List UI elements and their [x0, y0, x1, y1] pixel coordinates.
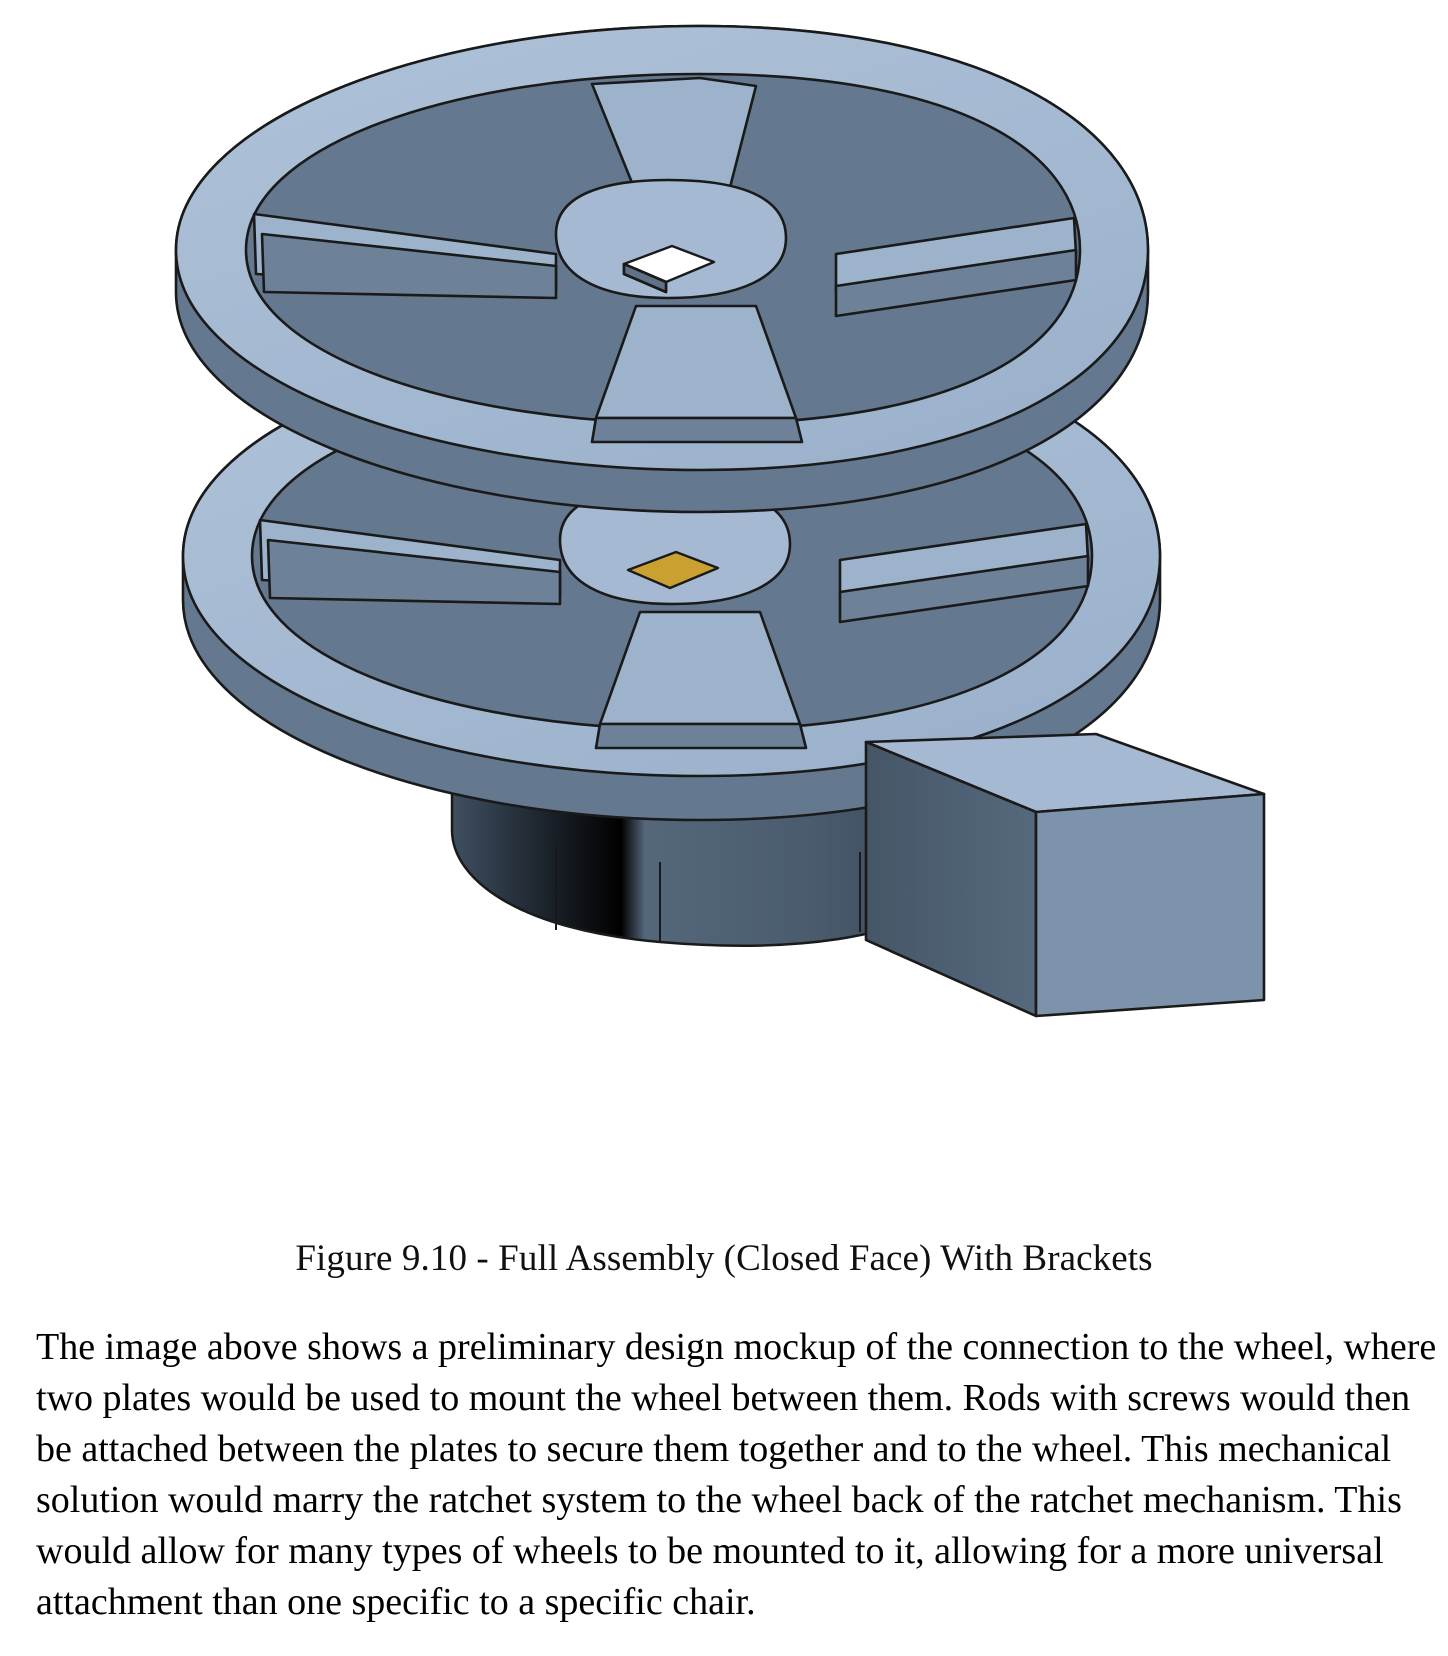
paragraph-line: solution would marry the ratchet system …: [36, 1479, 1402, 1521]
paragraph-line: would allow for many types of wheels to …: [36, 1530, 1384, 1572]
upper-spoke-right-edge: [834, 248, 1078, 318]
mounting-bracket: [864, 732, 1266, 1018]
paragraph-line: attachment than one specific to a specif…: [36, 1581, 756, 1623]
upper-hub-face: [554, 178, 788, 300]
paragraph-line: two plates would be used to mount the wh…: [36, 1377, 1411, 1419]
lower-spoke-bottom-edge: [594, 722, 808, 750]
square-drive-hole-filled: [626, 550, 720, 590]
upper-wheel-plate: [174, 24, 1150, 514]
cad-assembly-render: [174, 24, 1266, 1018]
figure-image: [174, 24, 1266, 1018]
upper-ring-face: [174, 24, 1150, 472]
paragraph-line: The image above shows a preliminary desi…: [36, 1326, 1437, 1368]
figure-caption: Figure 9.10 - Full Assembly (Closed Face…: [295, 1238, 1153, 1279]
body-paragraph: The image above shows a preliminary desi…: [36, 1322, 1437, 1628]
square-hole-inner-wall: [622, 262, 668, 294]
lower-spoke-right-edge: [838, 554, 1090, 624]
lower-spoke-left-edge: [266, 538, 562, 606]
paragraph-line: be attached between the plates to secure…: [36, 1428, 1392, 1470]
bracket-right-face: [1034, 792, 1266, 1018]
upper-spoke-left-edge: [260, 232, 558, 300]
upper-spoke-bottom-edge: [590, 416, 804, 444]
